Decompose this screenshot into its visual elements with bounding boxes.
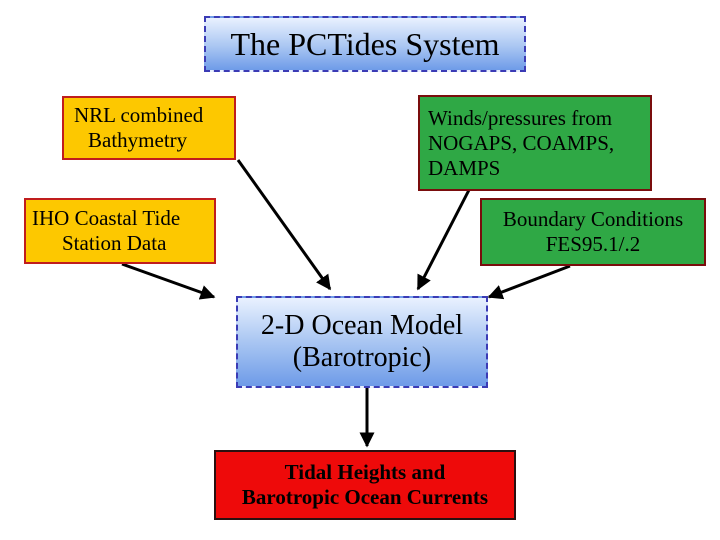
output-box: Tidal Heights and Barotropic Ocean Curre… <box>214 450 516 520</box>
winds-input-box: Winds/pressures from NOGAPS, COAMPS, DAM… <box>418 95 652 191</box>
boundary-label-line-1: Boundary Conditions <box>502 207 684 231</box>
arrow-tide-stations-to-model <box>121 262 216 300</box>
tide-station-label-line-2: Station Data <box>62 231 167 255</box>
tide-station-input-box: IHO Coastal Tide Station Data <box>24 198 216 264</box>
model-label-line-2: (Barotropic) <box>292 342 432 373</box>
bathymetry-label-line-2: Bathymetry <box>88 128 188 152</box>
arrow-winds-to-model <box>416 187 472 291</box>
diagram-title-box: The PCTides System <box>204 16 526 72</box>
boundary-label-line-2: FES95.1/.2 <box>545 232 641 256</box>
arrow-boundary-to-model <box>487 264 571 300</box>
output-label-line-1: Tidal Heights and <box>284 460 446 484</box>
winds-label-line-2: NOGAPS, COAMPS, <box>428 130 615 155</box>
output-label-line-2: Barotropic Ocean Currents <box>241 485 489 509</box>
model-label-line-1: 2-D Ocean Model <box>260 310 464 341</box>
ocean-model-box: 2-D Ocean Model (Barotropic) <box>236 296 488 388</box>
boundary-conditions-box: Boundary Conditions FES95.1/.2 <box>480 198 706 266</box>
bathymetry-input-box: NRL combined Bathymetry <box>62 96 236 160</box>
winds-label-line-1: Winds/pressures from <box>428 105 613 130</box>
bathymetry-label-line-1: NRL combined <box>74 103 204 127</box>
tide-station-label-line-1: IHO Coastal Tide <box>32 206 181 230</box>
diagram-title: The PCTides System <box>230 25 500 62</box>
winds-label-line-3: DAMPS <box>428 155 501 180</box>
arrow-bathymetry-to-model <box>236 159 332 291</box>
